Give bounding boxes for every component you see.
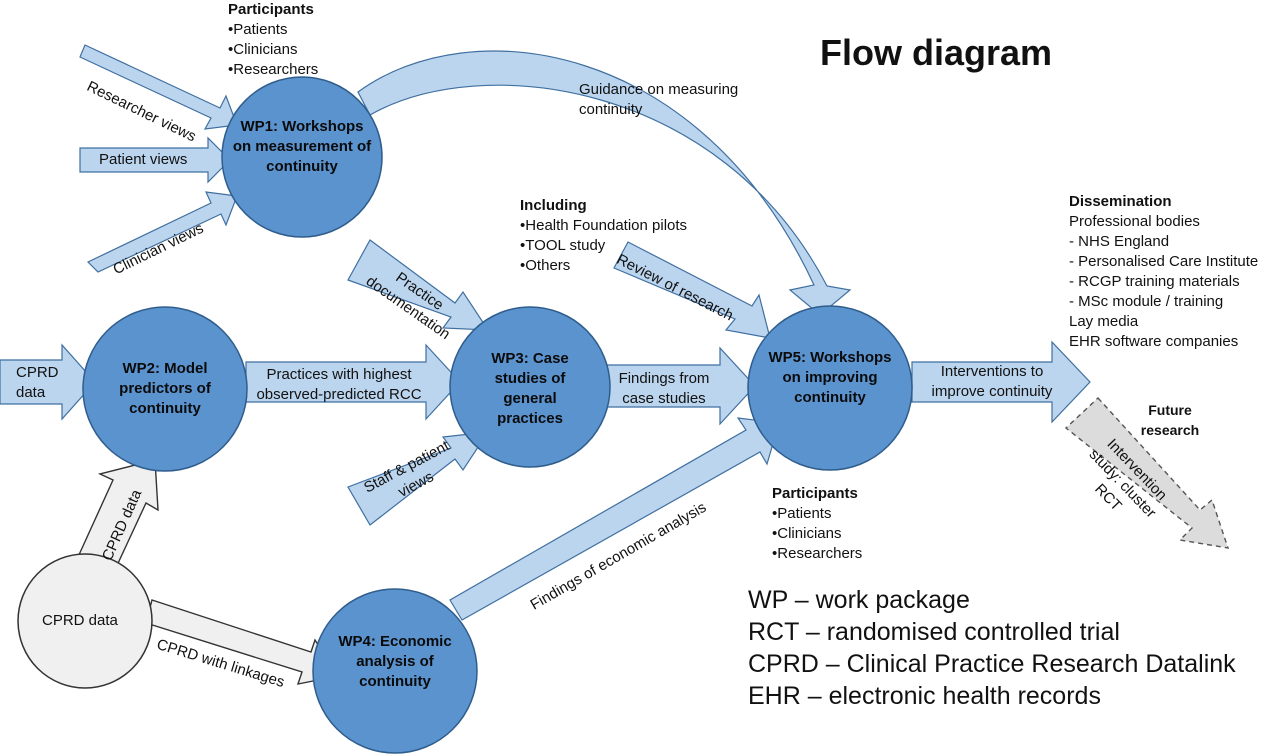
participants-bottom-heading: Participants [772, 485, 858, 502]
arrow-patient-views [79, 136, 231, 184]
node-cprd-data [17, 553, 153, 689]
wp1-label: WP1: Workshops on measurement of continu… [232, 118, 372, 175]
wp2-label: WP2: Model predictors of continuity [119, 360, 211, 417]
wp4-label: WP4: Economic analysis of continuity [338, 633, 452, 690]
legend-item: EHR – electronic health records [748, 682, 1101, 710]
dissemination-line: - RCGP training materials [1069, 273, 1240, 290]
list-item: Clinicians [772, 524, 862, 544]
dissemination-line: - MSc module / training [1069, 293, 1224, 310]
including-heading: Including [520, 197, 587, 214]
dissemination-line: Lay media [1069, 313, 1139, 330]
dissemination-heading: Dissemination [1069, 193, 1172, 210]
legend-item: RCT – randomised controlled trial [748, 618, 1120, 646]
dissemination-line: Professional bodies [1069, 213, 1200, 230]
list-item: Patients [228, 20, 318, 40]
list-item: TOOL study [520, 236, 687, 256]
practices-highest-label: Practices with highest observed-predicte… [256, 366, 422, 403]
arrow-researcher-views [79, 44, 238, 130]
legend: WP – work package RCT – randomised contr… [748, 584, 1236, 712]
wp3-label: WP3: Case studies of general practices [491, 350, 569, 427]
future-research-label: Future research [1140, 402, 1200, 438]
cprd-data-node-label: CPRD data [42, 612, 118, 629]
wp5-label: WP5: Workshops on improving continuity [768, 349, 892, 406]
participants-bottom: Participants Patients Clinicians Researc… [772, 484, 862, 564]
participants-top-heading: Participants [228, 1, 314, 18]
findings-case-label: Findings from case studies [618, 370, 710, 407]
list-item: Others [520, 256, 687, 276]
arrow-practice-documentation [347, 239, 490, 331]
arrow-practices-highest [245, 343, 461, 421]
arrow-staff-patient-views [347, 431, 490, 526]
including-list: Including Health Foundation pilots TOOL … [520, 196, 687, 276]
arrow-intervention-study [1064, 397, 1230, 549]
dissemination-line: EHR software companies [1069, 333, 1239, 350]
legend-item: CPRD – Clinical Practice Research Datali… [748, 650, 1236, 678]
page-title: Flow diagram [820, 32, 1053, 73]
list-item: Clinicians [228, 40, 318, 60]
dissemination-line: - Personalised Care Institute [1069, 253, 1259, 270]
node-wp5 [747, 305, 913, 471]
list-item: Patients [772, 504, 862, 524]
arrow-findings-case [602, 346, 756, 426]
arrow-cprd-data-in [0, 343, 96, 421]
patient-views-label: Patient views [99, 151, 188, 168]
list-item: Researchers [772, 544, 862, 564]
arrow-clinician-views [86, 191, 238, 273]
guidance-label: Guidance on measuring continuity [579, 81, 739, 118]
list-item: Researchers [228, 60, 318, 80]
arrow-interventions [911, 340, 1091, 424]
node-wp3 [449, 306, 611, 468]
participants-top: Participants Patients Clinicians Researc… [228, 0, 318, 80]
node-wp4 [312, 588, 478, 754]
cprd-data-in-label: CPRD data [16, 364, 59, 401]
dissemination-line: - NHS England [1069, 233, 1170, 250]
legend-item: WP – work package [748, 586, 970, 614]
dissemination-list: Dissemination Professional bodies - NHS … [1069, 192, 1258, 352]
list-item: Health Foundation pilots [520, 216, 687, 236]
node-wp2 [82, 306, 248, 472]
interventions-label: Interventions to improve continuity [931, 363, 1053, 400]
